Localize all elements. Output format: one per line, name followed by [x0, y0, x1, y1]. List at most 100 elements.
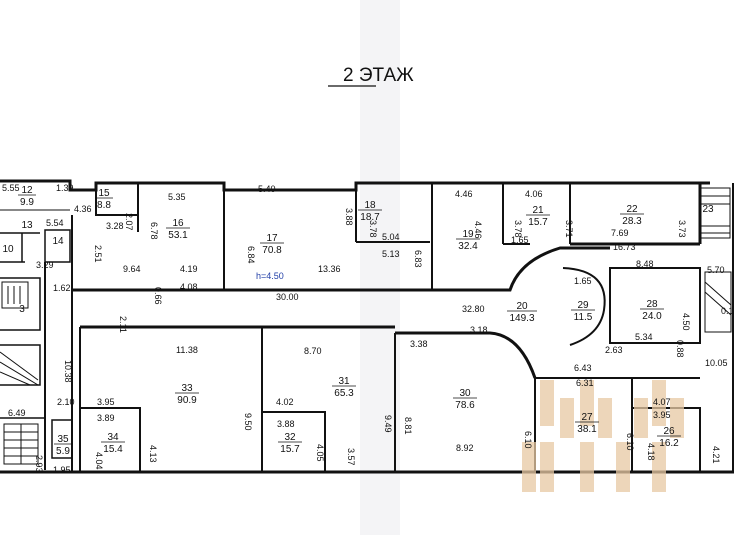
room-area: 24.0	[642, 311, 662, 322]
room-area: 15.7	[280, 444, 300, 455]
dimension-label: 4.46	[455, 189, 473, 199]
paper-fold-shading	[360, 0, 400, 535]
dimension-label: 3.78	[368, 220, 378, 238]
room-area: 15.7	[528, 217, 548, 228]
dimension-label: 6.43	[574, 363, 592, 373]
room-label: 129.9	[18, 185, 36, 208]
stairs-left-mid	[0, 351, 39, 386]
dimension-label: 9.50	[243, 413, 253, 431]
dimension-label: 9.64	[123, 264, 141, 274]
room-number: 33	[181, 383, 193, 394]
room-number: 26	[663, 426, 675, 437]
dimension-label: 4.07	[653, 397, 671, 407]
dimension-label: 11.38	[176, 345, 198, 355]
stairs-left-bottom	[3, 423, 39, 465]
dimension-label: 4.46	[473, 221, 483, 239]
dimension-label: 5.35	[168, 192, 186, 202]
room-number: 23	[702, 204, 714, 215]
dimension-label: 3.88	[277, 419, 295, 429]
dimension-label: 10.05	[705, 358, 728, 368]
room-area: 38.1	[577, 424, 597, 435]
room-number: 16	[172, 218, 184, 229]
dimension-label: 8.70	[304, 346, 322, 356]
dimension-label: 10.38	[63, 360, 73, 383]
dimension-label: 3.95	[653, 410, 671, 420]
dimension-label: 3.73	[677, 220, 687, 238]
dimension-label: 9.49	[383, 415, 393, 433]
room-label: 13	[21, 220, 33, 231]
room-area: 65.3	[334, 388, 354, 399]
dimension-label: 3.28	[106, 221, 124, 231]
dimension-label: 4.18	[646, 443, 656, 461]
room-number: 14	[52, 236, 64, 247]
dimension-label: 8.81	[403, 417, 413, 435]
dimension-label: 4.21	[711, 446, 721, 464]
dimension-label: 1.65	[511, 235, 529, 245]
floor-title: 2 ЭТАЖ	[343, 65, 414, 86]
dimension-label: 4.50	[681, 313, 691, 331]
room-area: 70.8	[262, 245, 282, 256]
dimension-label: 5.40	[258, 184, 276, 194]
dimension-label: 5.34	[635, 332, 653, 342]
room-label: 3	[19, 304, 25, 315]
room-label: 158.8	[95, 188, 113, 211]
dimension-label: 2.07	[124, 213, 134, 231]
dimension-label: 5.13	[382, 249, 400, 259]
dimension-label: 6.10	[523, 431, 533, 449]
room-number: 29	[577, 300, 589, 311]
room-area: 16.2	[659, 438, 679, 449]
room-area: 18.7	[360, 212, 380, 223]
dimension-label: 4.08	[180, 282, 198, 292]
room-area: 9.9	[20, 197, 34, 208]
room-number: 31	[338, 376, 350, 387]
dimension-label: 1.62	[53, 283, 71, 293]
dimension-label: 6.31	[576, 378, 594, 388]
dimension-label: 5.70	[707, 265, 725, 275]
dimension-label: 8.92	[456, 443, 474, 453]
dimension-label: 3.71	[564, 220, 574, 238]
dimension-label: 2.51	[93, 245, 103, 263]
dimension-label: 4.13	[148, 445, 158, 463]
room-label: 14	[52, 236, 64, 247]
room-number: 35	[57, 434, 69, 445]
room-area: 149.3	[509, 313, 534, 324]
dimension-label: 5.04	[382, 232, 400, 242]
dimension-label: 6.10	[625, 433, 635, 451]
room-number: 22	[626, 204, 638, 215]
dimension-label: 16.73	[613, 242, 636, 252]
dimension-label: 30.00	[276, 292, 299, 302]
room-number: 17	[266, 233, 278, 244]
room-area: 5.9	[56, 446, 70, 457]
dimension-label: 5.55	[2, 183, 20, 193]
dimension-label: 3.95	[97, 397, 115, 407]
dimension-label: 2.10	[57, 397, 75, 407]
room-number: 3	[19, 304, 25, 315]
room-area: 8.8	[97, 200, 111, 211]
room-number: 15	[98, 188, 110, 199]
room-number: 28	[646, 299, 658, 310]
dimension-label: 1.65	[574, 276, 592, 286]
dimension-label: 6.84	[246, 246, 256, 264]
dimension-label: 3.38	[410, 339, 428, 349]
dimension-label: 3.18	[470, 325, 488, 335]
room-area: 15.4	[103, 444, 123, 455]
room-number: 27	[581, 412, 593, 423]
room-number: 20	[516, 301, 528, 312]
room-number: 13	[21, 220, 33, 231]
dimension-label: 32.80	[462, 304, 485, 314]
room-label: 355.9	[54, 434, 72, 457]
